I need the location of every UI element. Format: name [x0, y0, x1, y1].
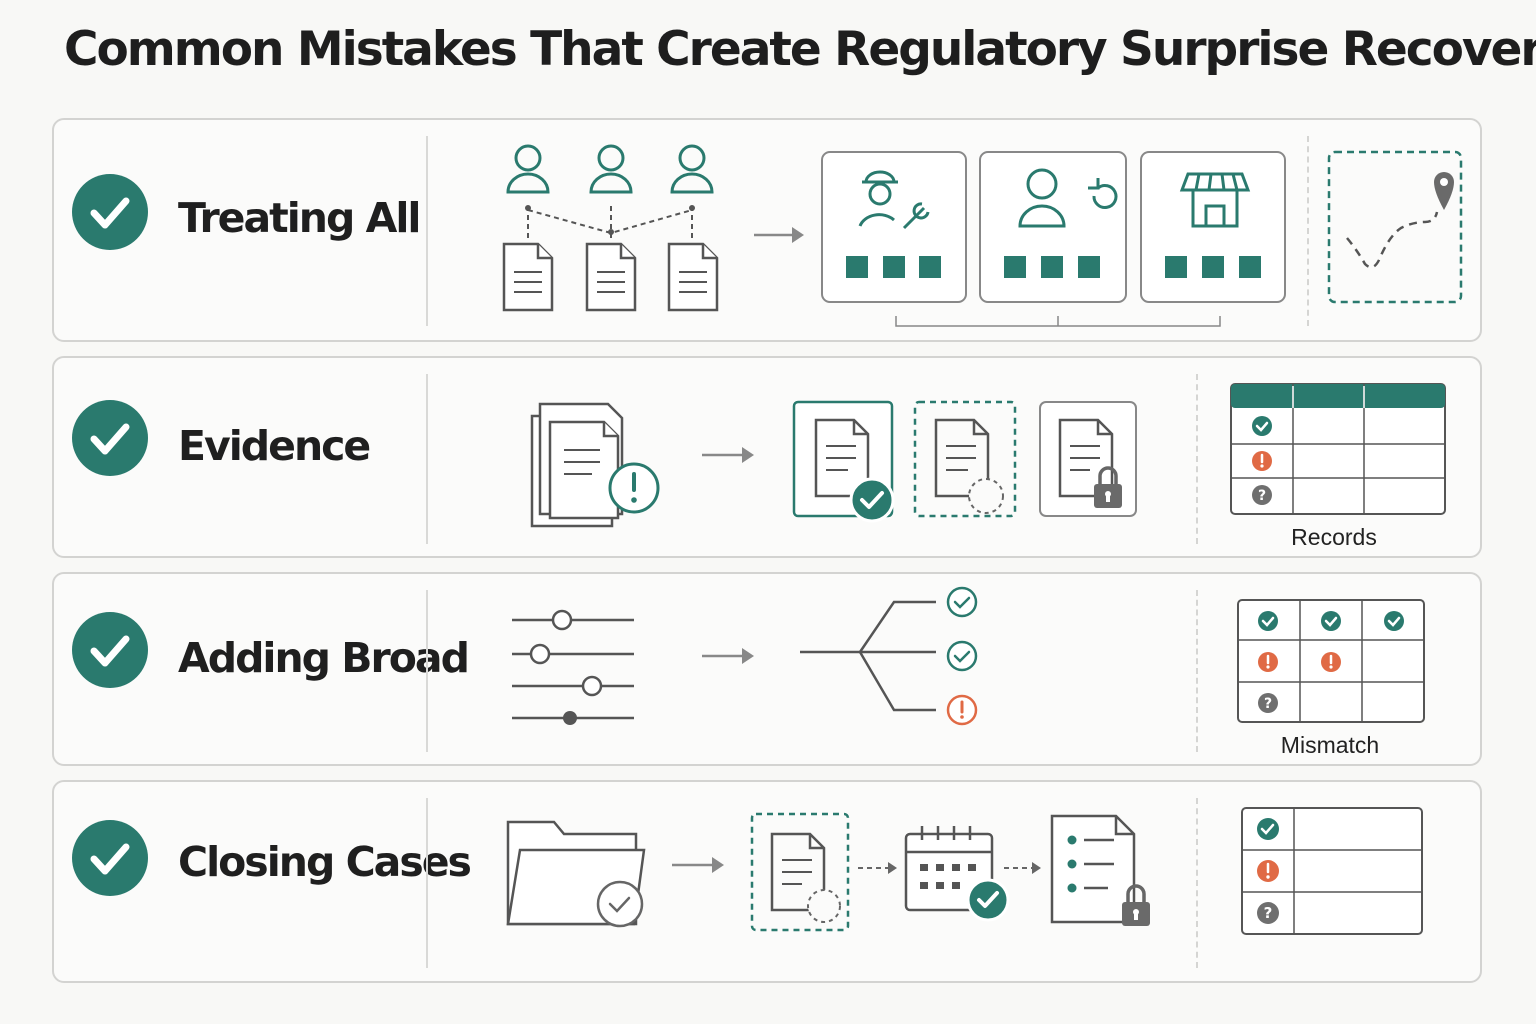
row-label: Closing Cases — [178, 838, 472, 886]
row-illustration: ? — [506, 807, 1423, 935]
alert-icon — [946, 694, 978, 726]
svg-text:?: ? — [1258, 488, 1266, 504]
alert-icon — [1258, 652, 1278, 672]
table-caption: Mismatch — [1280, 732, 1380, 758]
check-badge-icon — [72, 612, 148, 688]
calendar-check-icon — [904, 826, 1010, 922]
row-illustration: ? — [512, 586, 1425, 726]
divider — [426, 798, 428, 968]
svg-text:?: ? — [1264, 904, 1273, 922]
document-pending-icon — [913, 400, 1017, 518]
status-table — [1241, 807, 1423, 935]
records-table — [1230, 383, 1446, 515]
divider — [1196, 798, 1198, 968]
row-label: Treating All — [178, 194, 421, 242]
check-icon — [946, 586, 978, 618]
question-icon: ? — [1252, 485, 1272, 505]
svg-text:?: ? — [1264, 696, 1272, 712]
user-refresh-icon — [1018, 168, 1118, 228]
check-icon — [1321, 611, 1341, 631]
row-evidence: Evidence Records — [52, 356, 1482, 558]
row-closing-cases: Closing Cases — [52, 780, 1482, 983]
divider — [426, 374, 428, 544]
check-badge-icon — [72, 400, 148, 476]
check-badge-icon — [72, 820, 148, 896]
row-adding-broad: Adding Broad Mismatch — [52, 572, 1482, 766]
row-label: Evidence — [178, 422, 371, 470]
status-blocks — [846, 256, 1261, 278]
row-label: Adding Broad — [178, 634, 470, 682]
arrow-right-icon — [754, 227, 804, 243]
alert-icon — [1321, 652, 1341, 672]
arrow-right-icon — [702, 648, 754, 664]
divider — [1196, 374, 1198, 544]
check-icon — [946, 640, 978, 672]
storefront-icon — [1179, 172, 1251, 228]
document-stack-alert-icon — [530, 402, 624, 528]
map-pin-icon — [1434, 172, 1454, 210]
row-illustration — [502, 144, 1463, 327]
connector-lines — [527, 206, 693, 240]
arrow-right-icon — [702, 447, 754, 463]
question-icon: ? — [1258, 693, 1278, 713]
alert-icon — [1257, 860, 1279, 882]
alert-icon — [1252, 451, 1272, 471]
worker-wrench-icon — [858, 170, 930, 230]
check-icon — [1257, 818, 1279, 840]
user-icon — [506, 144, 714, 194]
document-pending-icon — [750, 812, 850, 932]
divider — [426, 136, 428, 326]
arrow-right-icon — [672, 857, 724, 873]
row-treating-all: Treating All — [52, 118, 1482, 342]
divider — [1196, 590, 1198, 752]
row-illustration: ? — [530, 383, 1446, 528]
document-icon — [502, 242, 719, 312]
branch-icon — [800, 600, 936, 712]
question-icon: ? — [1257, 902, 1279, 924]
checklist-lock-icon — [1050, 814, 1150, 926]
check-badge-icon — [72, 174, 148, 250]
divider — [426, 590, 428, 752]
check-icon — [1252, 416, 1272, 436]
check-icon — [1258, 611, 1278, 631]
slider-icon — [512, 618, 634, 720]
table-caption: Records — [1291, 524, 1377, 550]
divider — [1307, 136, 1309, 326]
check-icon — [1384, 611, 1404, 631]
page-title: Common Mistakes That Create Regulatory S… — [64, 22, 1536, 77]
